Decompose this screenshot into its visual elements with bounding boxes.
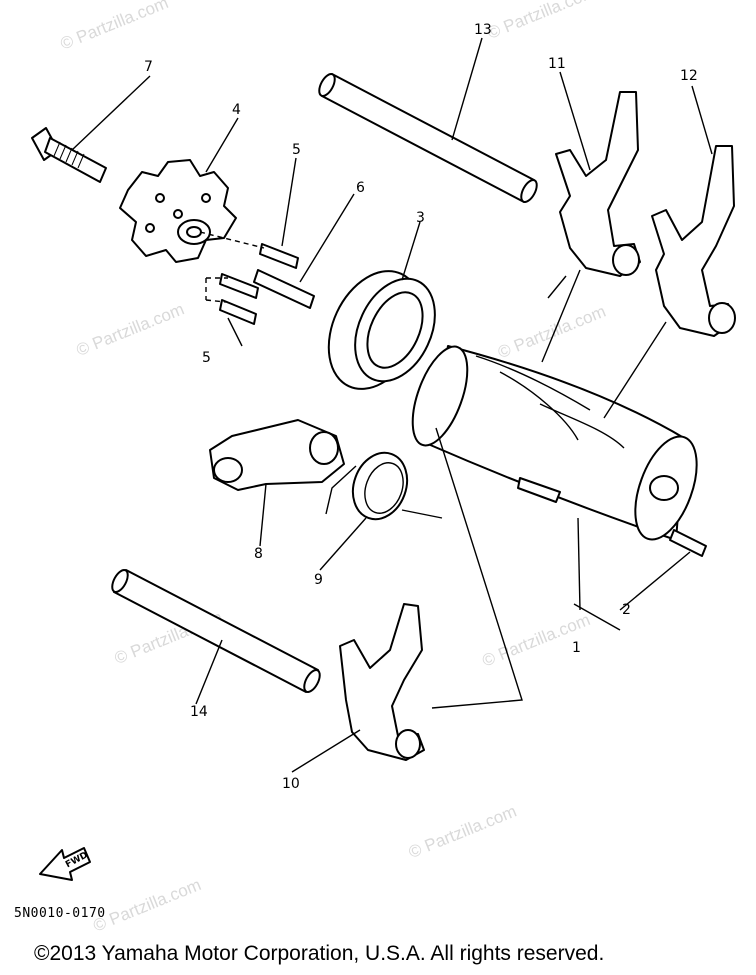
part-shift-fork-11	[555, 91, 641, 277]
callout-14: 14	[190, 704, 208, 720]
part-bearing	[327, 270, 436, 390]
callout-1: 1	[572, 640, 581, 656]
watermark: © Partzilla.com	[495, 302, 608, 363]
copyright-notice: ©2013 Yamaha Motor Corporation, U.S.A. A…	[34, 942, 605, 965]
assembly-lines	[199, 231, 265, 303]
part-pin	[253, 269, 315, 309]
callout-10: 10	[282, 776, 300, 792]
watermark: © Partzilla.com	[485, 0, 598, 43]
part-torsion-spring	[325, 451, 443, 521]
callout-12: 12	[680, 68, 698, 84]
watermark: © Partzilla.com	[74, 299, 187, 360]
part-shift-fork-shaft-upper	[318, 73, 538, 203]
part-shift-drum	[411, 345, 698, 541]
part-drum-pin	[669, 529, 707, 557]
leader-lines	[71, 37, 713, 773]
fwd-arrow-icon: FWD	[39, 847, 91, 881]
callout-6: 6	[356, 180, 365, 196]
callout-8: 8	[254, 546, 263, 562]
part-screw	[31, 127, 107, 183]
callout-11: 11	[548, 56, 566, 72]
callout-4: 4	[232, 102, 241, 118]
callout-5: 5	[292, 142, 301, 158]
callout-3: 3	[416, 210, 425, 226]
watermark: © Partzilla.com	[58, 0, 171, 54]
callout-13: 13	[474, 22, 492, 38]
watermark: © Partzilla.com	[90, 875, 203, 936]
watermark: © Partzilla.com	[406, 802, 519, 863]
part-shift-fork-shaft-lower	[111, 569, 321, 693]
part-dowel-pins	[219, 243, 299, 325]
parts-diagram: © Partzilla.com © Partzilla.com © Partzi…	[31, 0, 736, 936]
callout-9: 9	[314, 572, 323, 588]
part-segment	[119, 159, 237, 263]
drawing-code: 5N0010-0170	[14, 906, 106, 921]
part-shift-fork-10	[339, 603, 425, 761]
part-shift-fork-12	[651, 145, 736, 337]
part-stopper-lever	[209, 419, 345, 491]
callout-7: 7	[144, 59, 153, 75]
callout-5-lower: 5	[202, 350, 211, 366]
callout-2: 2	[622, 602, 631, 618]
